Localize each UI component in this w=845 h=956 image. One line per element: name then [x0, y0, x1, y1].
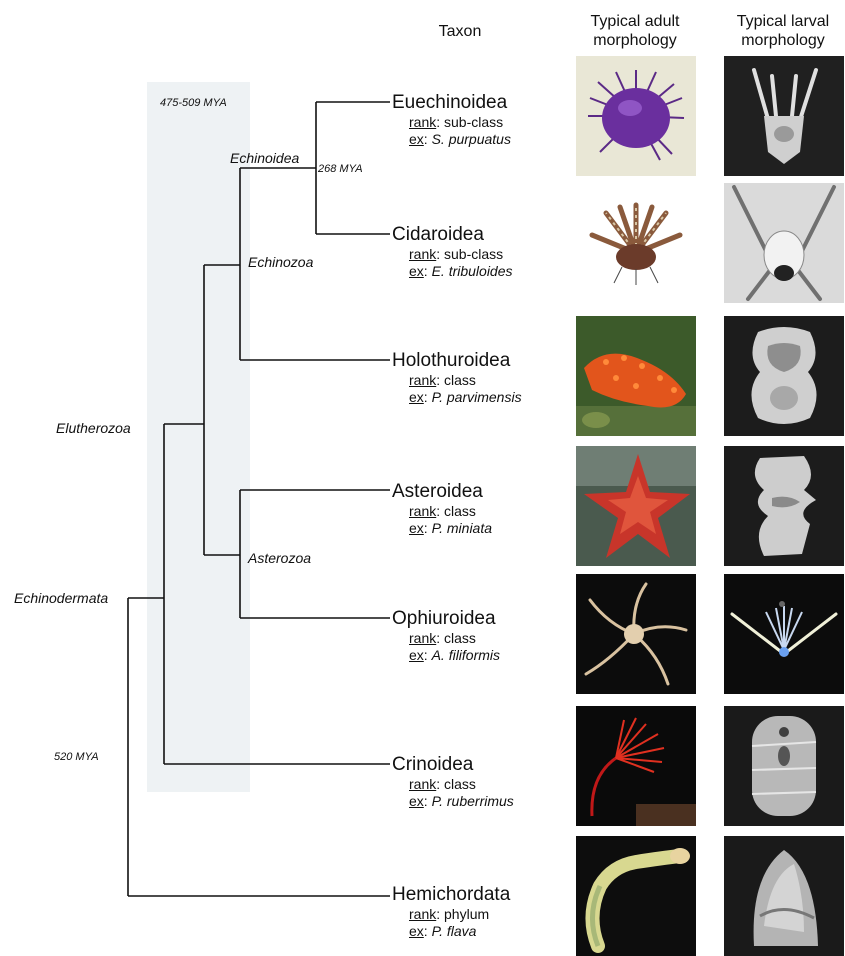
taxon-entry: Asteroidea rank: class ex: P. miniata: [392, 481, 572, 537]
taxon-name: Ophiuroidea: [392, 608, 572, 630]
node-asterozoa: Asterozoa: [248, 550, 311, 566]
rank-value: sub-class: [444, 246, 503, 262]
example-value: P. flava: [432, 923, 477, 939]
bipinnaria-larva-photo: [724, 446, 844, 566]
taxon-entry: Hemichordata rank: phylum ex: P. flava: [392, 884, 572, 940]
taxon-entry: Holothuroidea rank: class ex: P. parvime…: [392, 350, 572, 406]
pencil-urchin-photo: [576, 183, 696, 303]
taxon-name: Crinoidea: [392, 754, 572, 776]
example-value: P. miniata: [432, 520, 492, 536]
example-value: P. parvimensis: [432, 389, 522, 405]
example-key: ex: [409, 793, 424, 809]
echinopluteus-larva-photo: [724, 56, 844, 176]
taxon-name: Asteroidea: [392, 481, 572, 503]
taxon-entry: Euechinoidea rank: sub-class ex: S. purp…: [392, 92, 572, 148]
example-key: ex: [409, 647, 424, 663]
header-larval-morphology: Typical larval morphology: [718, 12, 845, 50]
taxon-name: Hemichordata: [392, 884, 572, 906]
example-value: E. tribuloides: [432, 263, 513, 279]
purple-sea-urchin-photo: [576, 56, 696, 176]
node-eleutherozoa: Elutherozoa: [56, 420, 131, 436]
example-key: ex: [409, 131, 424, 147]
rank-key: rank: [409, 906, 436, 922]
rank-key: rank: [409, 246, 436, 262]
example-value: P. ruberrimus: [432, 793, 514, 809]
rank-value: phylum: [444, 906, 489, 922]
rank-key: rank: [409, 776, 436, 792]
node-echinodermata: Echinodermata: [14, 590, 108, 606]
example-key: ex: [409, 389, 424, 405]
ophiopluteus-larva-photo: [724, 574, 844, 694]
auricularia-larva-photo: [724, 316, 844, 436]
rank-key: rank: [409, 372, 436, 388]
rank-key: rank: [409, 630, 436, 646]
example-value: S. purpuatus: [432, 131, 511, 147]
rank-key: rank: [409, 114, 436, 130]
rank-value: class: [444, 630, 476, 646]
taxon-name: Euechinoidea: [392, 92, 572, 114]
taxon-entry: Ophiuroidea rank: class ex: A. filiformi…: [392, 608, 572, 664]
date-root: 520 MYA: [54, 751, 99, 763]
taxon-name: Cidaroidea: [392, 224, 572, 246]
tornaria-larva-photo: [724, 836, 844, 956]
doliolaria-larva-photo: [724, 706, 844, 826]
rank-key: rank: [409, 503, 436, 519]
long-arm-pluteus-larva-photo: [724, 183, 844, 303]
rank-value: class: [444, 776, 476, 792]
example-key: ex: [409, 923, 424, 939]
node-echinozoa: Echinozoa: [248, 254, 313, 270]
taxon-entry: Crinoidea rank: class ex: P. ruberrimus: [392, 754, 572, 810]
rank-value: class: [444, 372, 476, 388]
header-adult-morphology: Typical adult morphology: [570, 12, 700, 50]
orange-sea-cucumber-photo: [576, 316, 696, 436]
brittle-star-photo: [576, 574, 696, 694]
example-key: ex: [409, 263, 424, 279]
node-echinoidea: Echinoidea: [230, 150, 299, 166]
example-value: A. filiformis: [432, 647, 500, 663]
red-feather-star-photo: [576, 706, 696, 826]
rank-value: class: [444, 503, 476, 519]
taxon-entry: Cidaroidea rank: sub-class ex: E. tribul…: [392, 224, 572, 280]
red-bat-star-photo: [576, 446, 696, 566]
date-shaded-range: 475-509 MYA: [160, 97, 227, 109]
rank-value: sub-class: [444, 114, 503, 130]
taxon-name: Holothuroidea: [392, 350, 572, 372]
acorn-worm-photo: [576, 836, 696, 956]
header-taxon: Taxon: [420, 22, 500, 41]
example-key: ex: [409, 520, 424, 536]
date-echinoidea-split: 268 MYA: [318, 163, 363, 175]
